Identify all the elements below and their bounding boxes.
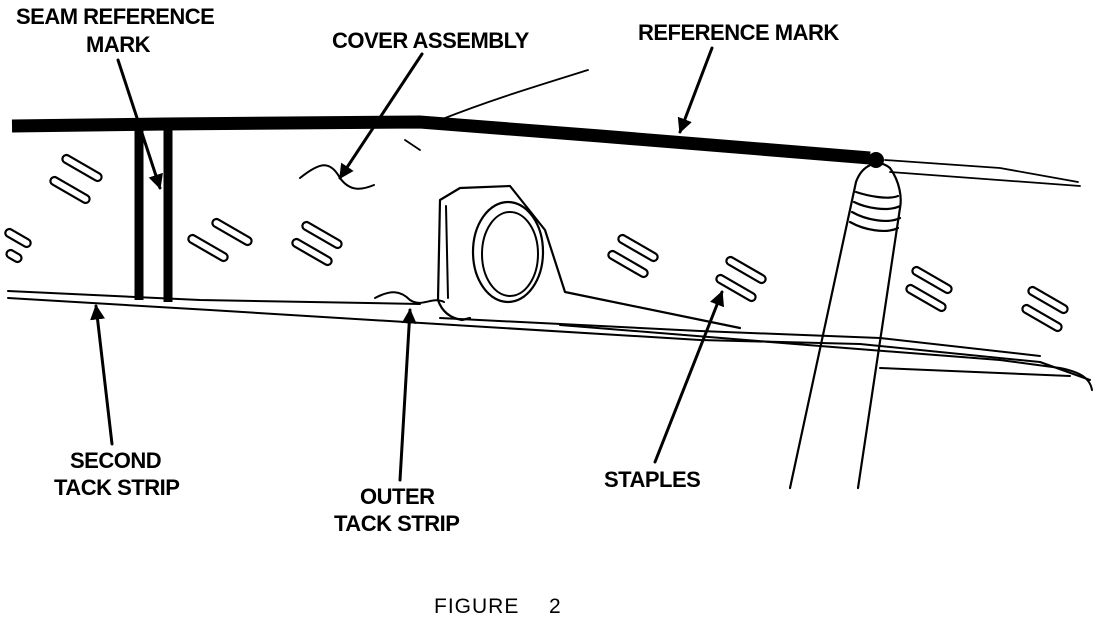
second-tack-strip-line bbox=[7, 290, 421, 305]
cover-right-edge-lower bbox=[889, 171, 1081, 187]
label-staples: STAPLES bbox=[604, 467, 700, 492]
label-seam-reference-line1: SEAM REFERENCE bbox=[16, 4, 214, 29]
staples-group bbox=[4, 153, 1069, 333]
label-reference-mark: REFERENCE MARK bbox=[638, 20, 839, 45]
arrow-second-tack-strip bbox=[90, 304, 114, 446]
mounting-bracket bbox=[436, 184, 742, 330]
bracket-hole-inner bbox=[481, 211, 539, 297]
label-second-tack-strip-line1: SECOND bbox=[70, 448, 161, 473]
tack-strip-lower-line bbox=[439, 317, 1041, 357]
arrow-reference-mark bbox=[677, 46, 714, 134]
tack-strip-bottom-line bbox=[559, 324, 1093, 391]
label-outer-tack-strip-line2: TACK STRIP bbox=[334, 511, 459, 536]
label-second-tack-strip-line2: TACK STRIP bbox=[54, 475, 179, 500]
cover-top-edge bbox=[11, 115, 871, 165]
arrow-staples bbox=[653, 290, 725, 464]
tack-strip-edge-line bbox=[879, 367, 1071, 377]
cover-crease-line bbox=[439, 69, 589, 121]
outer-tack-strip-wave bbox=[374, 291, 445, 304]
arrow-cover-assembly bbox=[338, 52, 424, 180]
arrow-outer-tack-strip bbox=[398, 308, 417, 482]
marking-pencil bbox=[788, 152, 902, 490]
bracket-hole-outer bbox=[471, 200, 545, 304]
label-cover-assembly: COVER ASSEMBLY bbox=[332, 28, 530, 53]
figure-caption-number: 2 bbox=[549, 595, 562, 618]
label-outer-tack-strip-line1: OUTER bbox=[360, 484, 435, 509]
cover-right-edge-upper bbox=[884, 159, 1079, 183]
cover-left-fold bbox=[404, 139, 421, 151]
arrow-seam-reference bbox=[116, 58, 163, 190]
bracket-inner-edge bbox=[445, 205, 449, 299]
figure-caption-word: FIGURE bbox=[434, 595, 519, 618]
cover-assembly-wave bbox=[299, 164, 375, 190]
label-seam-reference-line2: MARK bbox=[86, 32, 151, 57]
tack-strip-base-line bbox=[7, 297, 1091, 381]
